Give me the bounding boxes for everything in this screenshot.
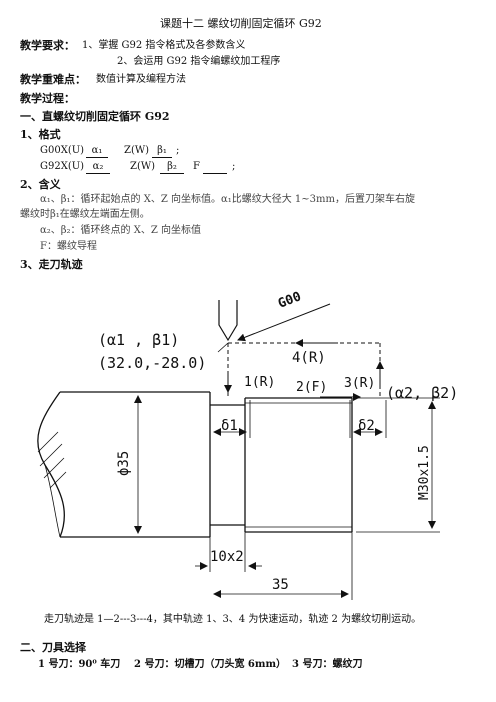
format-line1-end: ;: [176, 145, 180, 156]
format-line2-z: Z(W): [130, 161, 156, 172]
format-line1-z: Z(W): [124, 145, 150, 156]
format-line2-end: ;: [232, 161, 236, 172]
segment-4-label: 4(R): [292, 350, 326, 366]
format-line1-alpha: α₁: [86, 146, 108, 158]
objective-1: 1、掌握 G92 指令格式及各参数含义: [82, 40, 246, 51]
objectives-label: 教学要求：: [20, 39, 75, 52]
process-label: 教学过程：: [20, 92, 75, 105]
tool-3: 3 号刀：螺纹刀: [292, 659, 363, 670]
start-value-label: (32.0,-28.0): [98, 354, 206, 372]
meaning-heading: 2、含义: [20, 178, 61, 191]
meaning-line3: α₂、β₂：循环终点的 X、Z 向坐标值: [40, 225, 201, 236]
length-label: 35: [272, 577, 289, 593]
tool-1: 1 号刀：90⁰ 车刀: [38, 659, 121, 670]
thread-label: M30x1.5: [417, 445, 432, 500]
end-coord-label: (α2, β2): [386, 384, 458, 402]
segment-1-label: 1(R): [244, 375, 275, 390]
g00-label: G00: [276, 289, 303, 311]
delta2-label: δ2: [358, 418, 375, 434]
groove-label: 10x2: [210, 549, 244, 565]
delta1-label: δ1: [221, 418, 238, 434]
section1-heading: 一、直螺纹切削固定循环 G92: [20, 110, 170, 123]
objective-2: 2、会运用 G92 指令编螺纹加工程序: [117, 56, 281, 67]
format-line2-f: F: [193, 161, 200, 172]
key-points-label: 教学重难点：: [20, 73, 86, 86]
meaning-line1: α₁、β₁：循环起始点的 X、Z 向坐标值。α₁比螺纹大径大 1~3mm，后置刀…: [40, 194, 415, 205]
format-line2-beta: β₂: [160, 162, 184, 174]
format-heading: 1、格式: [20, 128, 61, 141]
section2-heading: 二、刀具选择: [20, 641, 86, 654]
segment-2-label: 2(F): [296, 380, 327, 395]
format-line1-beta: β₁: [152, 146, 172, 158]
meaning-line2: 螺纹时β₁在螺纹左端面左侧。: [20, 209, 150, 220]
segment-3-label: 3(R): [344, 376, 375, 391]
format-line2-code: G92X(U): [40, 161, 85, 172]
format-line1-code: G00X(U): [40, 145, 85, 156]
page-title: 课题十二 螺纹切削固定循环 G92: [160, 17, 322, 30]
path-caption: 走刀轨迹是 1—2---3---4，其中轨迹 1、3、4 为快速运动，轨迹 2 …: [44, 614, 422, 625]
start-coord-label: (α1 , β1): [98, 331, 179, 349]
format-line2-f-blank: [203, 162, 227, 174]
meaning-line4: F：螺纹导程: [40, 241, 97, 252]
format-line2-alpha: α₂: [86, 162, 110, 174]
key-points-text: 数值计算及编程方法: [96, 74, 186, 85]
tool-2: 2 号刀：切槽刀（刀头宽 6mm）: [134, 659, 287, 670]
diameter-label: ϕ35: [116, 451, 132, 476]
path-heading: 3、走刀轨迹: [20, 258, 83, 271]
